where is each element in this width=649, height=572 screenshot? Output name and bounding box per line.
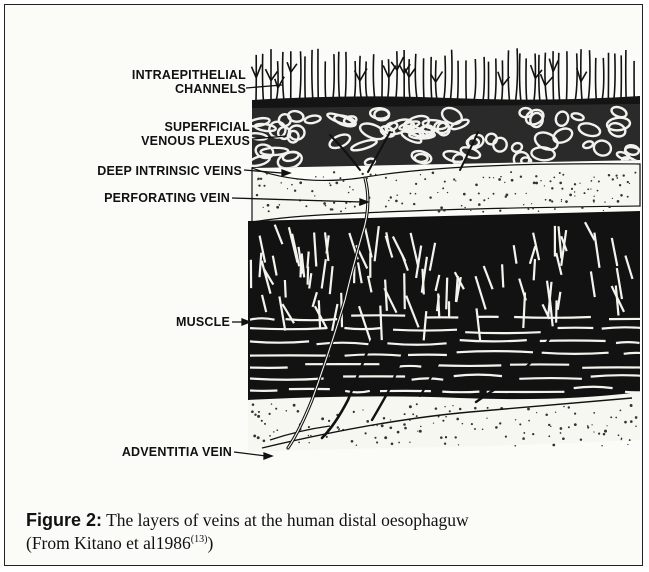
caption-text: The layers of veins at the human distal … bbox=[102, 510, 469, 530]
figure-number: Figure 2: bbox=[26, 510, 102, 530]
label-channels: CHANNELS bbox=[60, 82, 246, 96]
label-adventitia-vein: ADVENTITIA VEIN bbox=[10, 445, 232, 459]
adventitia-band bbox=[248, 392, 640, 452]
label-deep-intrinsic-veins: DEEP INTRINSIC VEINS bbox=[10, 164, 242, 178]
muscle-layer bbox=[248, 210, 649, 420]
label-intraepithelial: INTRAEPITHELIAL bbox=[60, 68, 246, 82]
intraepithelial-channels bbox=[252, 48, 635, 100]
figure-caption: Figure 2: The layers of veins at the hum… bbox=[26, 511, 626, 553]
label-superficial: SUPERFICIAL bbox=[60, 120, 250, 134]
caption-citation-end: ) bbox=[207, 533, 213, 553]
label-venous-plexus: VENOUS PLEXUS bbox=[60, 134, 250, 148]
label-muscle: MUSCLE bbox=[60, 315, 230, 329]
label-perforating-vein: PERFORATING VEIN bbox=[10, 191, 230, 205]
caption-citation: (From Kitano et al1986 bbox=[26, 533, 191, 553]
superficial-venous-plexus bbox=[248, 104, 649, 171]
caption-reference: (13) bbox=[191, 534, 208, 545]
